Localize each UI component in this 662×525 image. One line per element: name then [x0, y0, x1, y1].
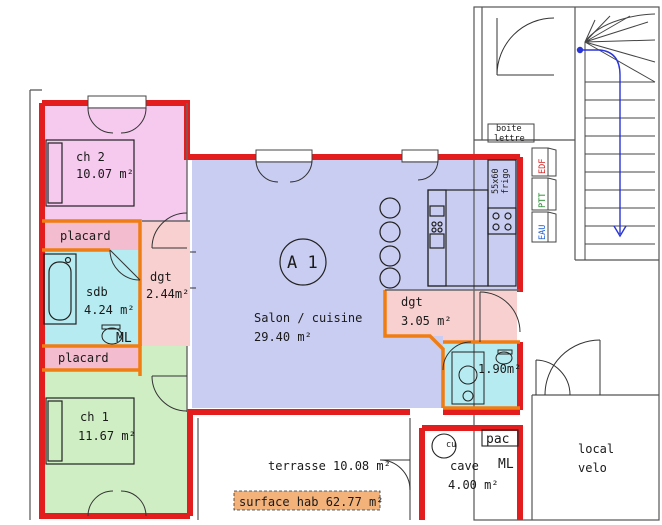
hall-left-fill [140, 221, 190, 346]
sdb-ml: ML [116, 331, 132, 346]
cave-ml: ML [498, 457, 514, 472]
bedroom-2-fill [42, 103, 187, 221]
bar-stools [379, 197, 401, 289]
meter-eau: EAU [538, 225, 548, 240]
cave-pac: pac [486, 432, 509, 447]
local-velo-line2: velo [578, 461, 607, 475]
meter-edf: EDF [538, 159, 548, 174]
wc-fill [443, 342, 517, 408]
kitchen-counter [427, 159, 517, 287]
boite-line2: lettre [494, 134, 525, 144]
dgt-left-area: 2.44m² [146, 287, 189, 301]
bed-2 [45, 139, 135, 207]
fridge-dim: 55x60 [491, 168, 501, 194]
surface-box [233, 490, 381, 511]
meter-boxes [487, 123, 557, 243]
terrasse-label: terrasse 10.08 m² [268, 459, 391, 473]
salon-name: Salon / cuisine [254, 311, 362, 325]
dgt-left-name: dgt [150, 270, 172, 284]
placard-top-label: placard [60, 229, 111, 243]
sdb-fixtures [101, 324, 123, 345]
entrance-door [496, 17, 555, 76]
cave-cu: cu [446, 440, 456, 450]
ch2-name: ch 2 [76, 150, 105, 164]
bedroom-1-fill [42, 346, 187, 516]
meter-ptt: PTT [538, 193, 548, 208]
hall-right-fill [385, 290, 517, 342]
window-frames [87, 95, 439, 163]
boite-line1: boite [496, 124, 522, 134]
placard-bottom-fill-2 [42, 346, 140, 370]
dgt-right-name: dgt [401, 295, 423, 309]
ch1-area: 11.67 m² [78, 429, 136, 443]
surface-label: surface hab 62.77 m² [239, 495, 384, 509]
placard-top-fill [42, 221, 140, 250]
sdb-name: sdb [86, 285, 108, 299]
cave-name: cave [450, 459, 479, 473]
stair-arrow [576, 46, 627, 238]
velo-door [535, 339, 601, 396]
local-velo-line1: local [578, 442, 614, 456]
outer-structure [29, 6, 660, 521]
ch2-area: 10.07 m² [76, 167, 134, 181]
dgt-right-area: 3.05 m² [401, 314, 452, 328]
interior-doors [87, 107, 521, 517]
wc-fixtures [451, 349, 513, 405]
bed-1 [45, 397, 135, 465]
sdb-area: 4.24 m² [84, 303, 135, 317]
cave-fixtures [431, 429, 519, 459]
unit-label: A 1 [287, 253, 318, 273]
grey-partitions [142, 103, 520, 412]
ch1-name: ch 1 [80, 410, 109, 424]
bathtub [43, 253, 77, 325]
wall-gaps-white [88, 99, 438, 161]
living-room-fill [192, 157, 517, 408]
fridge-label: frigo [501, 168, 511, 194]
exterior-walls [39, 100, 523, 520]
cave-area: 4.00 m² [448, 478, 499, 492]
unit-circle [279, 238, 327, 286]
placard-bottom-label: placard [58, 351, 109, 365]
salon-area: 29.40 m² [254, 330, 312, 344]
wc-area: 1.90m² [478, 362, 521, 376]
bathroom-fill [42, 250, 140, 346]
